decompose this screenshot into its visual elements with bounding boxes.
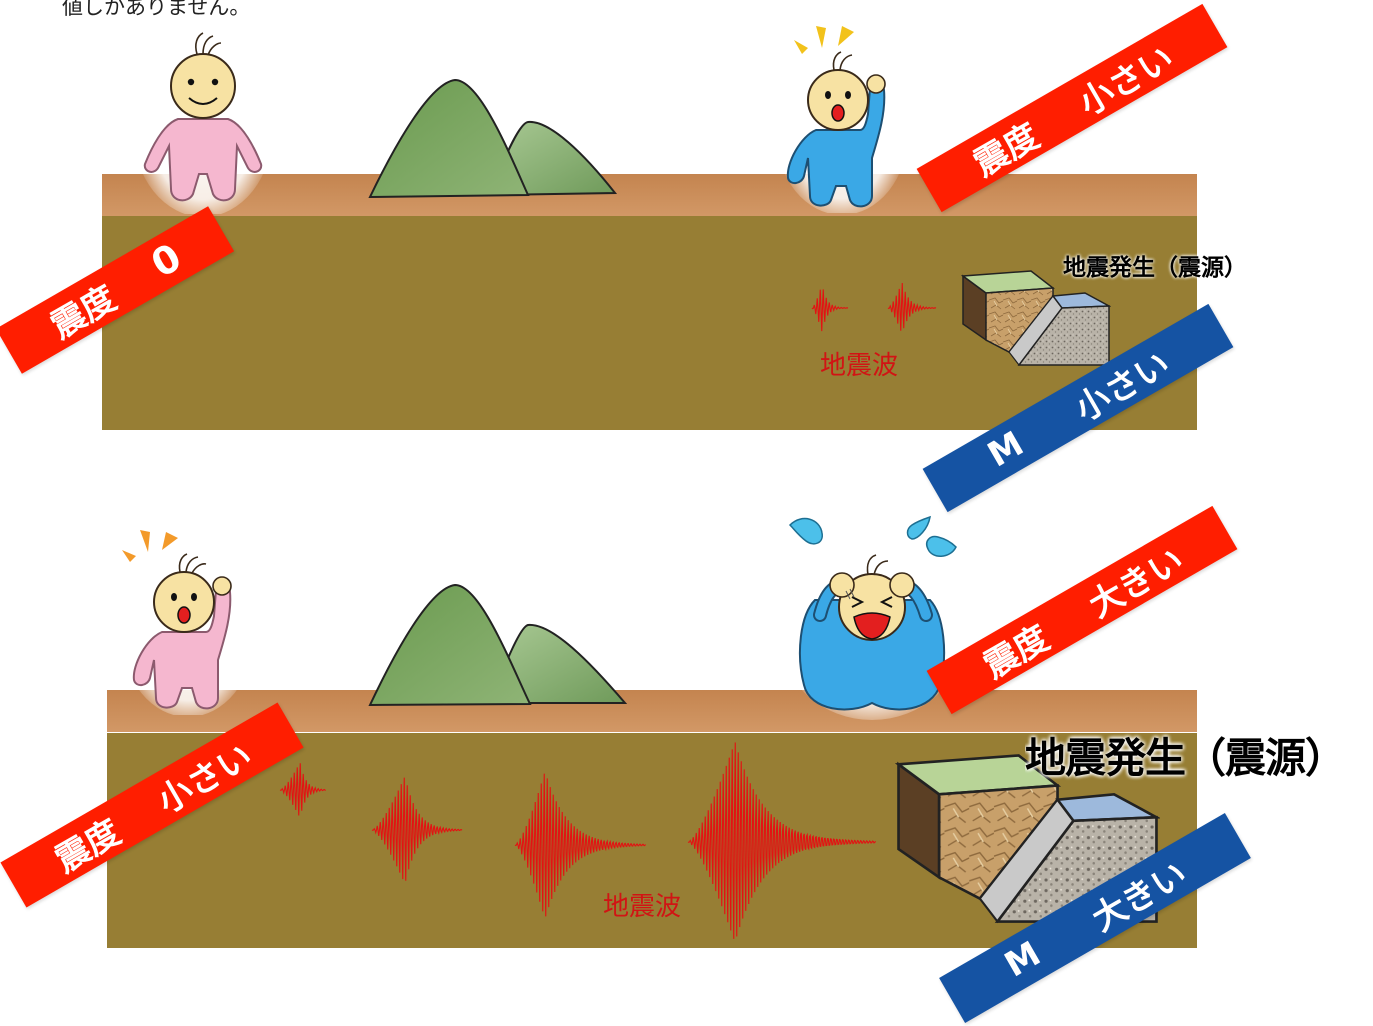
- seismic-wave: [371, 777, 463, 881]
- bottom-wave-label: 地震波: [603, 892, 682, 922]
- alarm-mark-icon: [122, 550, 136, 562]
- bottom-epicenter-label: 地震発生（震源）: [1025, 734, 1346, 782]
- top-hills: [368, 78, 618, 199]
- seismic-wave: [279, 763, 326, 816]
- alarm-mark-icon: [140, 530, 150, 552]
- top-wave-label: 地震波: [820, 351, 899, 381]
- ribbon-label: M: [998, 933, 1048, 986]
- ribbon-value: 0: [143, 234, 189, 287]
- sweat-drop-icon: [926, 535, 957, 557]
- top-epicenter-label: 地震発生（震源）: [1063, 255, 1247, 281]
- sweat-drop-icon: [906, 515, 931, 540]
- sweat-drop-icon: [788, 517, 823, 545]
- top-note-text: 値しかありません。: [62, 0, 251, 19]
- alarm-mark-icon: [162, 532, 178, 550]
- alarm-mark-icon: [838, 26, 854, 46]
- seismic-wave: [514, 773, 646, 917]
- ribbon-label: M: [981, 423, 1031, 476]
- top-baby-surprised: [776, 26, 908, 213]
- bottom-baby-surprised: [122, 530, 254, 715]
- bottom-hills: [368, 583, 628, 707]
- seismic-wave: [811, 289, 849, 332]
- alarm-mark-icon: [794, 40, 808, 54]
- bottom-baby-crying: [780, 515, 964, 720]
- alarm-mark-icon: [816, 26, 826, 48]
- seismic-wave: [887, 282, 937, 331]
- top-ground-surface: [102, 174, 1197, 216]
- seismic-wave: [687, 742, 876, 939]
- top-baby-calm: [133, 32, 273, 214]
